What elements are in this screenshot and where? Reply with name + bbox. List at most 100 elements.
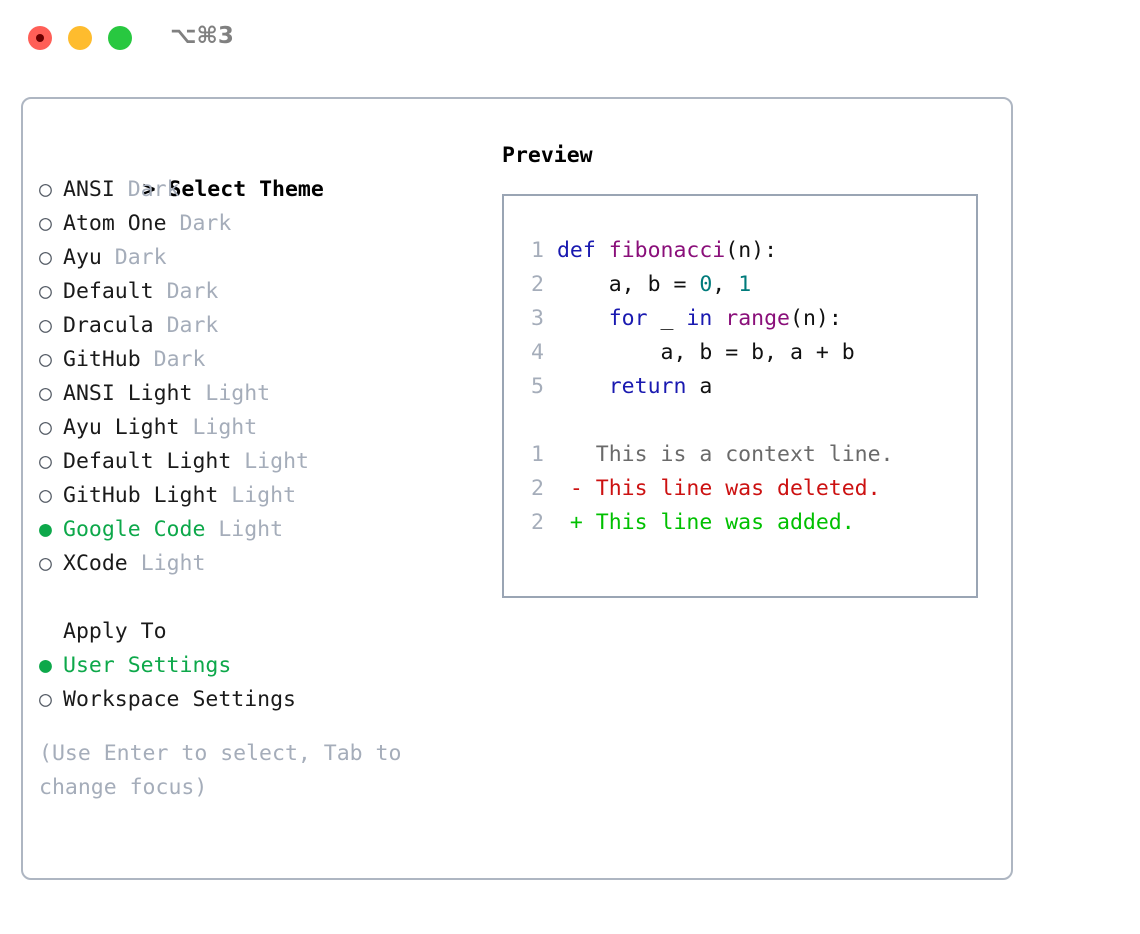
apply-to-label: User Settings [63,653,232,678]
code-token: a [686,374,713,399]
line-number: 3 [531,306,544,331]
radio-unselected-icon: ○ [39,313,52,338]
line-number: 2 [531,272,544,297]
theme-kind-badge: Light [231,483,297,508]
theme-name: Dracula [63,313,154,338]
radio-unselected-icon: ○ [39,483,52,508]
diff-marker [570,442,583,467]
code-token: 1 [738,272,752,297]
radio-unselected-icon: ○ [39,551,52,576]
diff-gap [544,476,570,501]
theme-list-item[interactable]: ○ XCode Light [39,547,469,581]
apply-to-option[interactable]: ● User Settings [39,649,469,683]
theme-picker-column: > Select Theme ○ANSI Dark○Atom One Dark○… [39,139,469,805]
apply-to-option[interactable]: ○Workspace Settings [39,683,469,717]
theme-name: GitHub [63,347,141,372]
code-token: 0 [699,272,713,297]
diff-text: This is a context line. [582,442,894,467]
theme-kind-badge: Dark [153,347,206,372]
code-line: 1 def fibonacci(n): [522,234,976,268]
diff-text: This line was added. [582,510,855,535]
radio-unselected-icon: ○ [39,279,52,304]
theme-picker-header: > Select Theme [39,139,469,202]
line-number: 1 [531,238,544,263]
gap [231,449,244,474]
theme-kind-badge: Dark [166,279,219,304]
apply-to-label: Workspace Settings [63,687,296,712]
minimize-button[interactable] [68,26,92,50]
code-token [596,238,609,263]
diff-text: This line was deleted. [582,476,881,501]
theme-list-item[interactable]: ●Google Code Light [39,513,469,547]
theme-kind-badge: Dark [166,313,219,338]
radio-selected-icon: ● [39,653,52,678]
theme-list-item[interactable]: ○Ayu Dark [39,241,469,275]
apply-to-header: Apply To [63,619,167,644]
gap [205,517,218,542]
gap [167,211,180,236]
code-line: 2 a, b = 0, 1 [522,268,976,302]
code-token: a, b = b, a + b [660,340,855,365]
code-line: 4 a, b = b, a + b [522,336,976,370]
recording-indicator-icon [36,34,44,42]
theme-kind-badge: Light [140,551,206,576]
radio-unselected-icon: ○ [39,177,52,202]
code-token: (n): [725,238,778,263]
theme-name: XCode [63,551,128,576]
theme-list-item[interactable]: ○Atom One Dark [39,207,469,241]
line-number: 2 [531,476,544,501]
code-indent [544,374,609,399]
code-token: _ [647,306,687,331]
theme-list: ○ANSI Dark○Atom One Dark○Ayu Dark○Defaul… [39,173,469,581]
line-number: 1 [531,442,544,467]
radio-unselected-icon: ○ [39,449,52,474]
maximize-button[interactable] [108,26,132,50]
gap [218,483,231,508]
diff-gap [544,442,570,467]
diff-line: 2 - This line was deleted. [522,472,976,506]
radio-unselected-icon: ○ [39,381,52,406]
keyboard-shortcut-label: ⌥⌘3 [170,23,234,49]
diff-gap [544,510,570,535]
theme-name: Ayu [63,245,102,270]
radio-selected-icon: ● [39,517,52,542]
theme-list-item[interactable]: ○Default Light Light [39,445,469,479]
theme-list-item[interactable]: ○Default Dark [39,275,469,309]
gap [115,177,128,202]
theme-name: GitHub Light [63,483,219,508]
theme-kind-badge: Light [205,381,271,406]
theme-name: Atom One [63,211,167,236]
line-number: 4 [531,340,544,365]
diff-line: 1 This is a context line. [522,438,976,472]
code-indent [544,238,557,263]
theme-name: Ayu Light [63,415,180,440]
hint-text: (Use Enter to select, Tab to change focu… [39,741,415,800]
theme-list-item[interactable]: ○ GitHub Dark [39,343,469,377]
code-token: return [608,374,687,399]
content-panel: > Select Theme ○ANSI Dark○Atom One Dark○… [21,97,1013,880]
code-token: range [725,306,790,331]
section-spacer [39,581,469,615]
radio-unselected-icon: ○ [39,347,52,372]
theme-kind-badge: Light [218,517,284,542]
preview-column: Preview 1 def fibonacci(n):2 a, b = 0, 1… [502,139,992,598]
theme-name: ANSI Light [63,381,193,406]
code-token: def [556,238,596,263]
line-number: 2 [531,510,544,535]
gap [141,347,154,372]
page-title: Select Theme [168,177,324,202]
code-token: in [686,306,713,331]
code-indent [544,340,661,365]
theme-list-item[interactable]: ○ Dracula Dark [39,309,469,343]
gap [180,415,193,440]
radio-unselected-icon: ○ [39,245,52,270]
theme-list-item[interactable]: ○ GitHub Light Light [39,479,469,513]
theme-list-item[interactable]: ○ ANSI Light Light [39,377,469,411]
theme-list-item[interactable]: ○ANSI Dark [39,173,469,207]
gap [154,313,167,338]
code-token: (n): [790,306,842,331]
theme-list-item[interactable]: ○Ayu Light Light [39,411,469,445]
